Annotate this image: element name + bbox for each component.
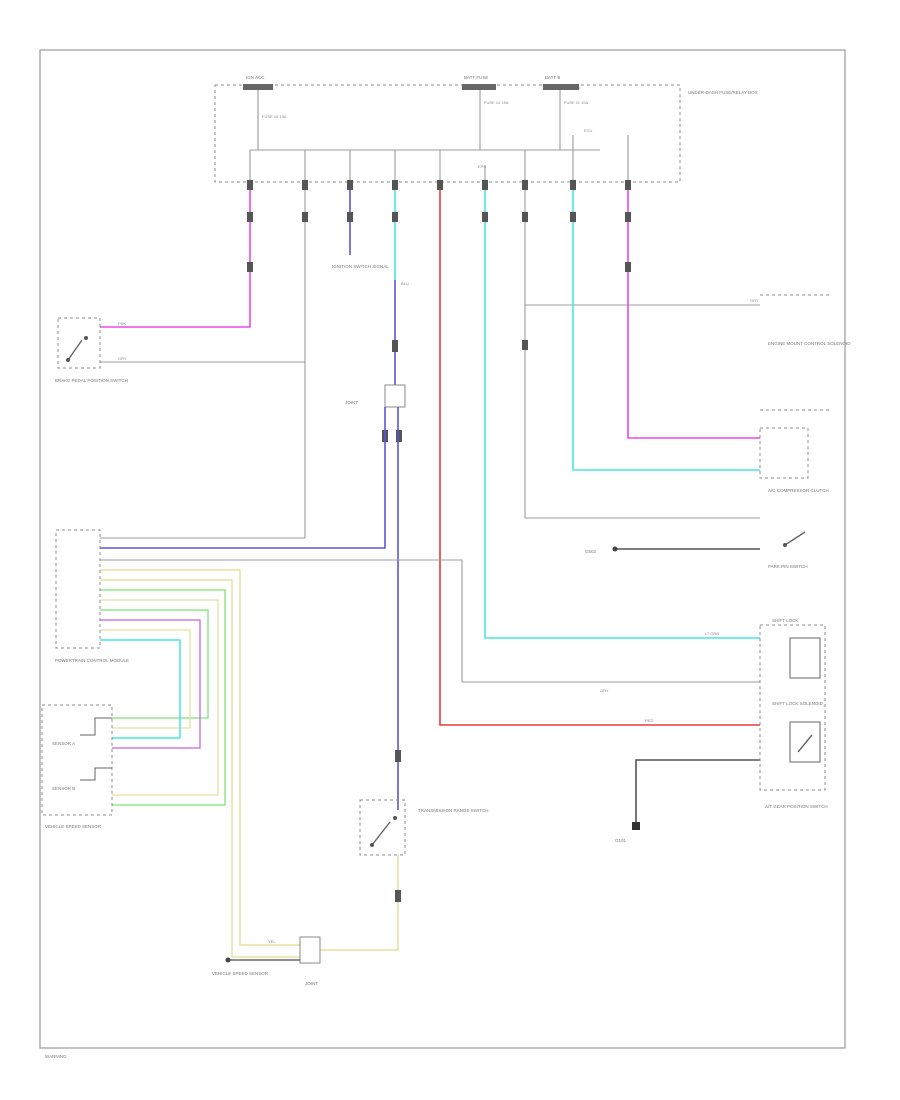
ground-label: G502 xyxy=(585,549,597,554)
wire-ground-solenoid xyxy=(635,759,760,822)
sensor-b-label: SENSOR B xyxy=(52,786,75,791)
wire-label: LT GRN xyxy=(705,631,719,636)
at-gear-label: A/T GEAR POSITION SWITCH xyxy=(765,804,828,809)
wire-cyan-park xyxy=(484,190,760,639)
fuse-box-title: UNDER-DASH FUSE/RELAY BOX xyxy=(688,90,758,95)
fuse-icon xyxy=(543,84,579,90)
ecm-label: POWERTRAIN CONTROL MODULE xyxy=(55,658,129,663)
mount-solenoid-label: ENGINE MOUNT CONTROL SOLENOID xyxy=(768,341,851,346)
wire-label: RED xyxy=(645,718,654,723)
fuse-box-connectors xyxy=(247,180,631,190)
wire-gray-shiftlock xyxy=(100,559,760,683)
fuse-icon xyxy=(462,84,496,90)
diagram-frame xyxy=(39,49,846,1049)
ground-label: G101 xyxy=(615,838,627,843)
wire-pink-brake xyxy=(100,190,251,328)
transmission-range-switch: TRANSMISSION RANGE SWITCH xyxy=(359,799,489,856)
trs-label: TRANSMISSION RANGE SWITCH xyxy=(418,808,489,813)
sensor-harness xyxy=(100,569,300,958)
fuse-sub-label: FUSE 10 15A xyxy=(262,114,287,119)
ac-clutch-label: A/C COMPRESSOR CLUTCH xyxy=(768,488,829,493)
fuse-label: BATT B xyxy=(545,75,560,80)
fuse-icon xyxy=(243,84,273,90)
fuse-box-outline xyxy=(214,84,681,183)
wire-pink-ac xyxy=(627,190,760,439)
shift-lock-label: SHIFT LOCK xyxy=(772,618,798,623)
wire-red-solenoid xyxy=(439,190,760,726)
fuse-sub-label: FUSE 11 10A xyxy=(564,100,588,105)
park-pin-label: PARK PIN SWITCH xyxy=(768,564,808,569)
wire-label: GRY xyxy=(750,298,759,303)
junction-lower: JOINT VEHICLE SPEED SENSOR xyxy=(212,936,321,986)
fuse-relay-box: IGN ACC BATT FUSE BATT B FUSE 10 15A FUS… xyxy=(214,75,758,183)
ignition-signal-label: IGNITION SWITCH SIGNAL xyxy=(332,264,389,269)
wire-gray-ac xyxy=(524,190,760,519)
sensor-box-label: VEHICLE SPEED SENSOR xyxy=(45,824,102,829)
sensor-a-label: SENSOR A xyxy=(52,741,75,746)
fuse-sub-label: ECU xyxy=(584,128,593,133)
vss-label: VEHICLE SPEED SENSOR xyxy=(212,971,269,976)
fuse-sub-label: FUSE 14 15A xyxy=(484,100,509,105)
wire-label: GRY xyxy=(600,688,609,693)
wire-gray-brake xyxy=(100,190,306,363)
fuse-label: BATT FUSE xyxy=(464,75,488,80)
right-components: ENGINE MOUNT CONTROL SOLENOID A/C COMPRE… xyxy=(759,294,851,809)
wire-blue-ecm xyxy=(100,407,386,549)
shift-lock-solenoid-label: SHIFT LOCK SOLENOID xyxy=(772,701,824,706)
wire-label: PNK xyxy=(118,321,127,326)
fuse-label: IGN ACC xyxy=(246,75,265,80)
wire-label: GRY xyxy=(118,356,127,361)
speed-sensor-box: SENSOR A SENSOR B VEHICLE SPEED SENSOR xyxy=(41,704,113,829)
ecm-module: POWERTRAIN CONTROL MODULE xyxy=(55,529,129,663)
brake-switch-label: BRAKE PEDAL POSITION SWITCH xyxy=(55,378,128,383)
page-code: WARNING xyxy=(45,1054,67,1059)
ground-icon xyxy=(632,822,640,830)
wire-yellow-vss xyxy=(320,855,399,951)
junction-label: JOINT xyxy=(345,400,358,405)
wire-label: YEL xyxy=(268,939,276,944)
wire-label: BLU xyxy=(401,281,409,286)
junction-label: JOINT xyxy=(305,981,318,986)
fuse-sub-label: EPS xyxy=(478,164,486,169)
junction-upper xyxy=(384,384,406,408)
brake-pedal-switch: BRAKE PEDAL POSITION SWITCH xyxy=(55,317,128,383)
wire-cyan-ac xyxy=(572,190,760,471)
